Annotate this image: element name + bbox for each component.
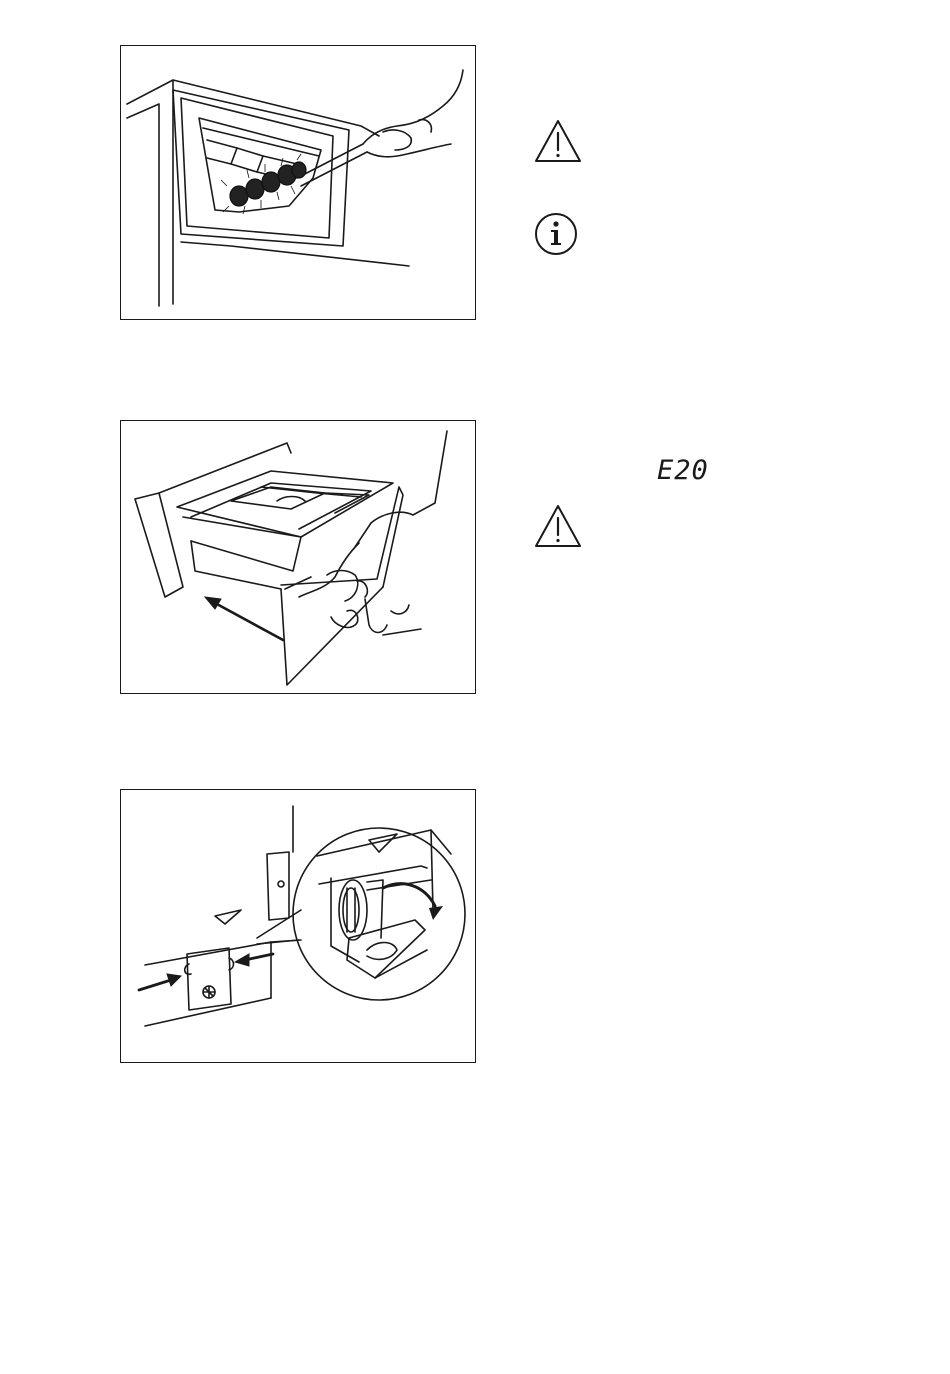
figure-drain-filter [120,789,476,1063]
dispenser-brush-cleaning-illustration [121,46,477,321]
warning-triangle-icon [533,118,583,164]
error-code-display: E20 [657,456,709,486]
dispenser-drawer-removal-illustration [121,421,477,695]
info-circle-icon [533,211,579,257]
warning-triangle-icon [533,503,583,549]
figure-dispenser-brush-cleaning [120,45,476,320]
figure-remove-dispenser [120,420,476,694]
drain-filter-cover-illustration [121,790,477,1064]
